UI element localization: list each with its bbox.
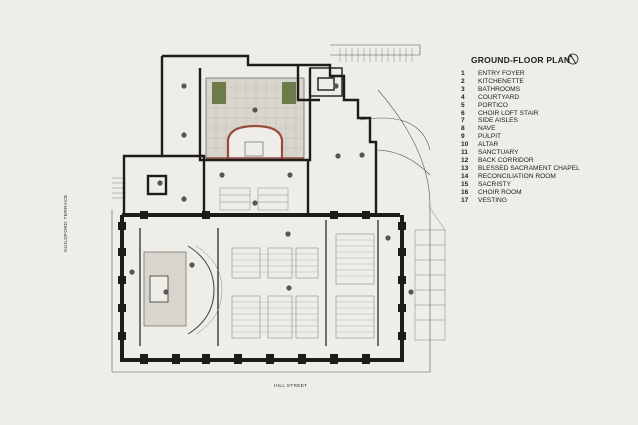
plan-title: GROUND-FLOOR PLAN	[471, 55, 571, 65]
street-label-left: GUILDFORD TERRACE	[64, 194, 69, 252]
north-arrow-icon	[567, 53, 579, 65]
street-label-bottom: HILL STREET	[274, 384, 308, 389]
